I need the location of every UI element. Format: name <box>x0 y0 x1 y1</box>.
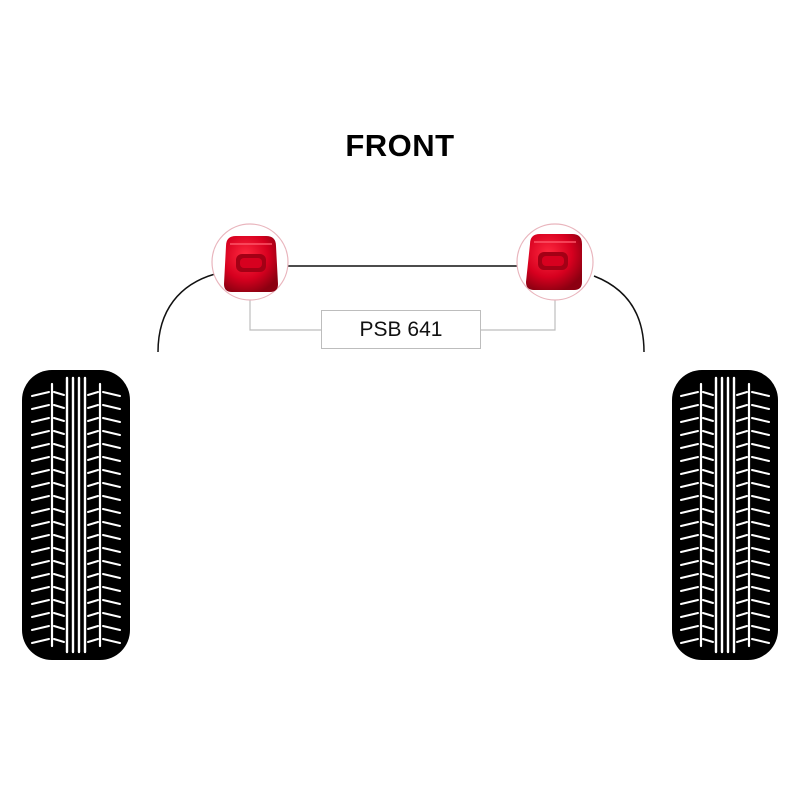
bushing-left-icon <box>211 223 289 301</box>
part-number-box: PSB 641 <box>321 310 481 349</box>
bushing-right-icon <box>516 223 594 301</box>
anti-roll-bar <box>157 265 645 353</box>
connector-line-right <box>481 300 556 331</box>
part-number-label: PSB 641 <box>359 317 443 341</box>
tyre-left-icon <box>22 370 130 660</box>
tyre-right-icon <box>672 370 778 660</box>
connector-line-left <box>249 298 321 331</box>
front-label: FRONT <box>345 128 455 163</box>
